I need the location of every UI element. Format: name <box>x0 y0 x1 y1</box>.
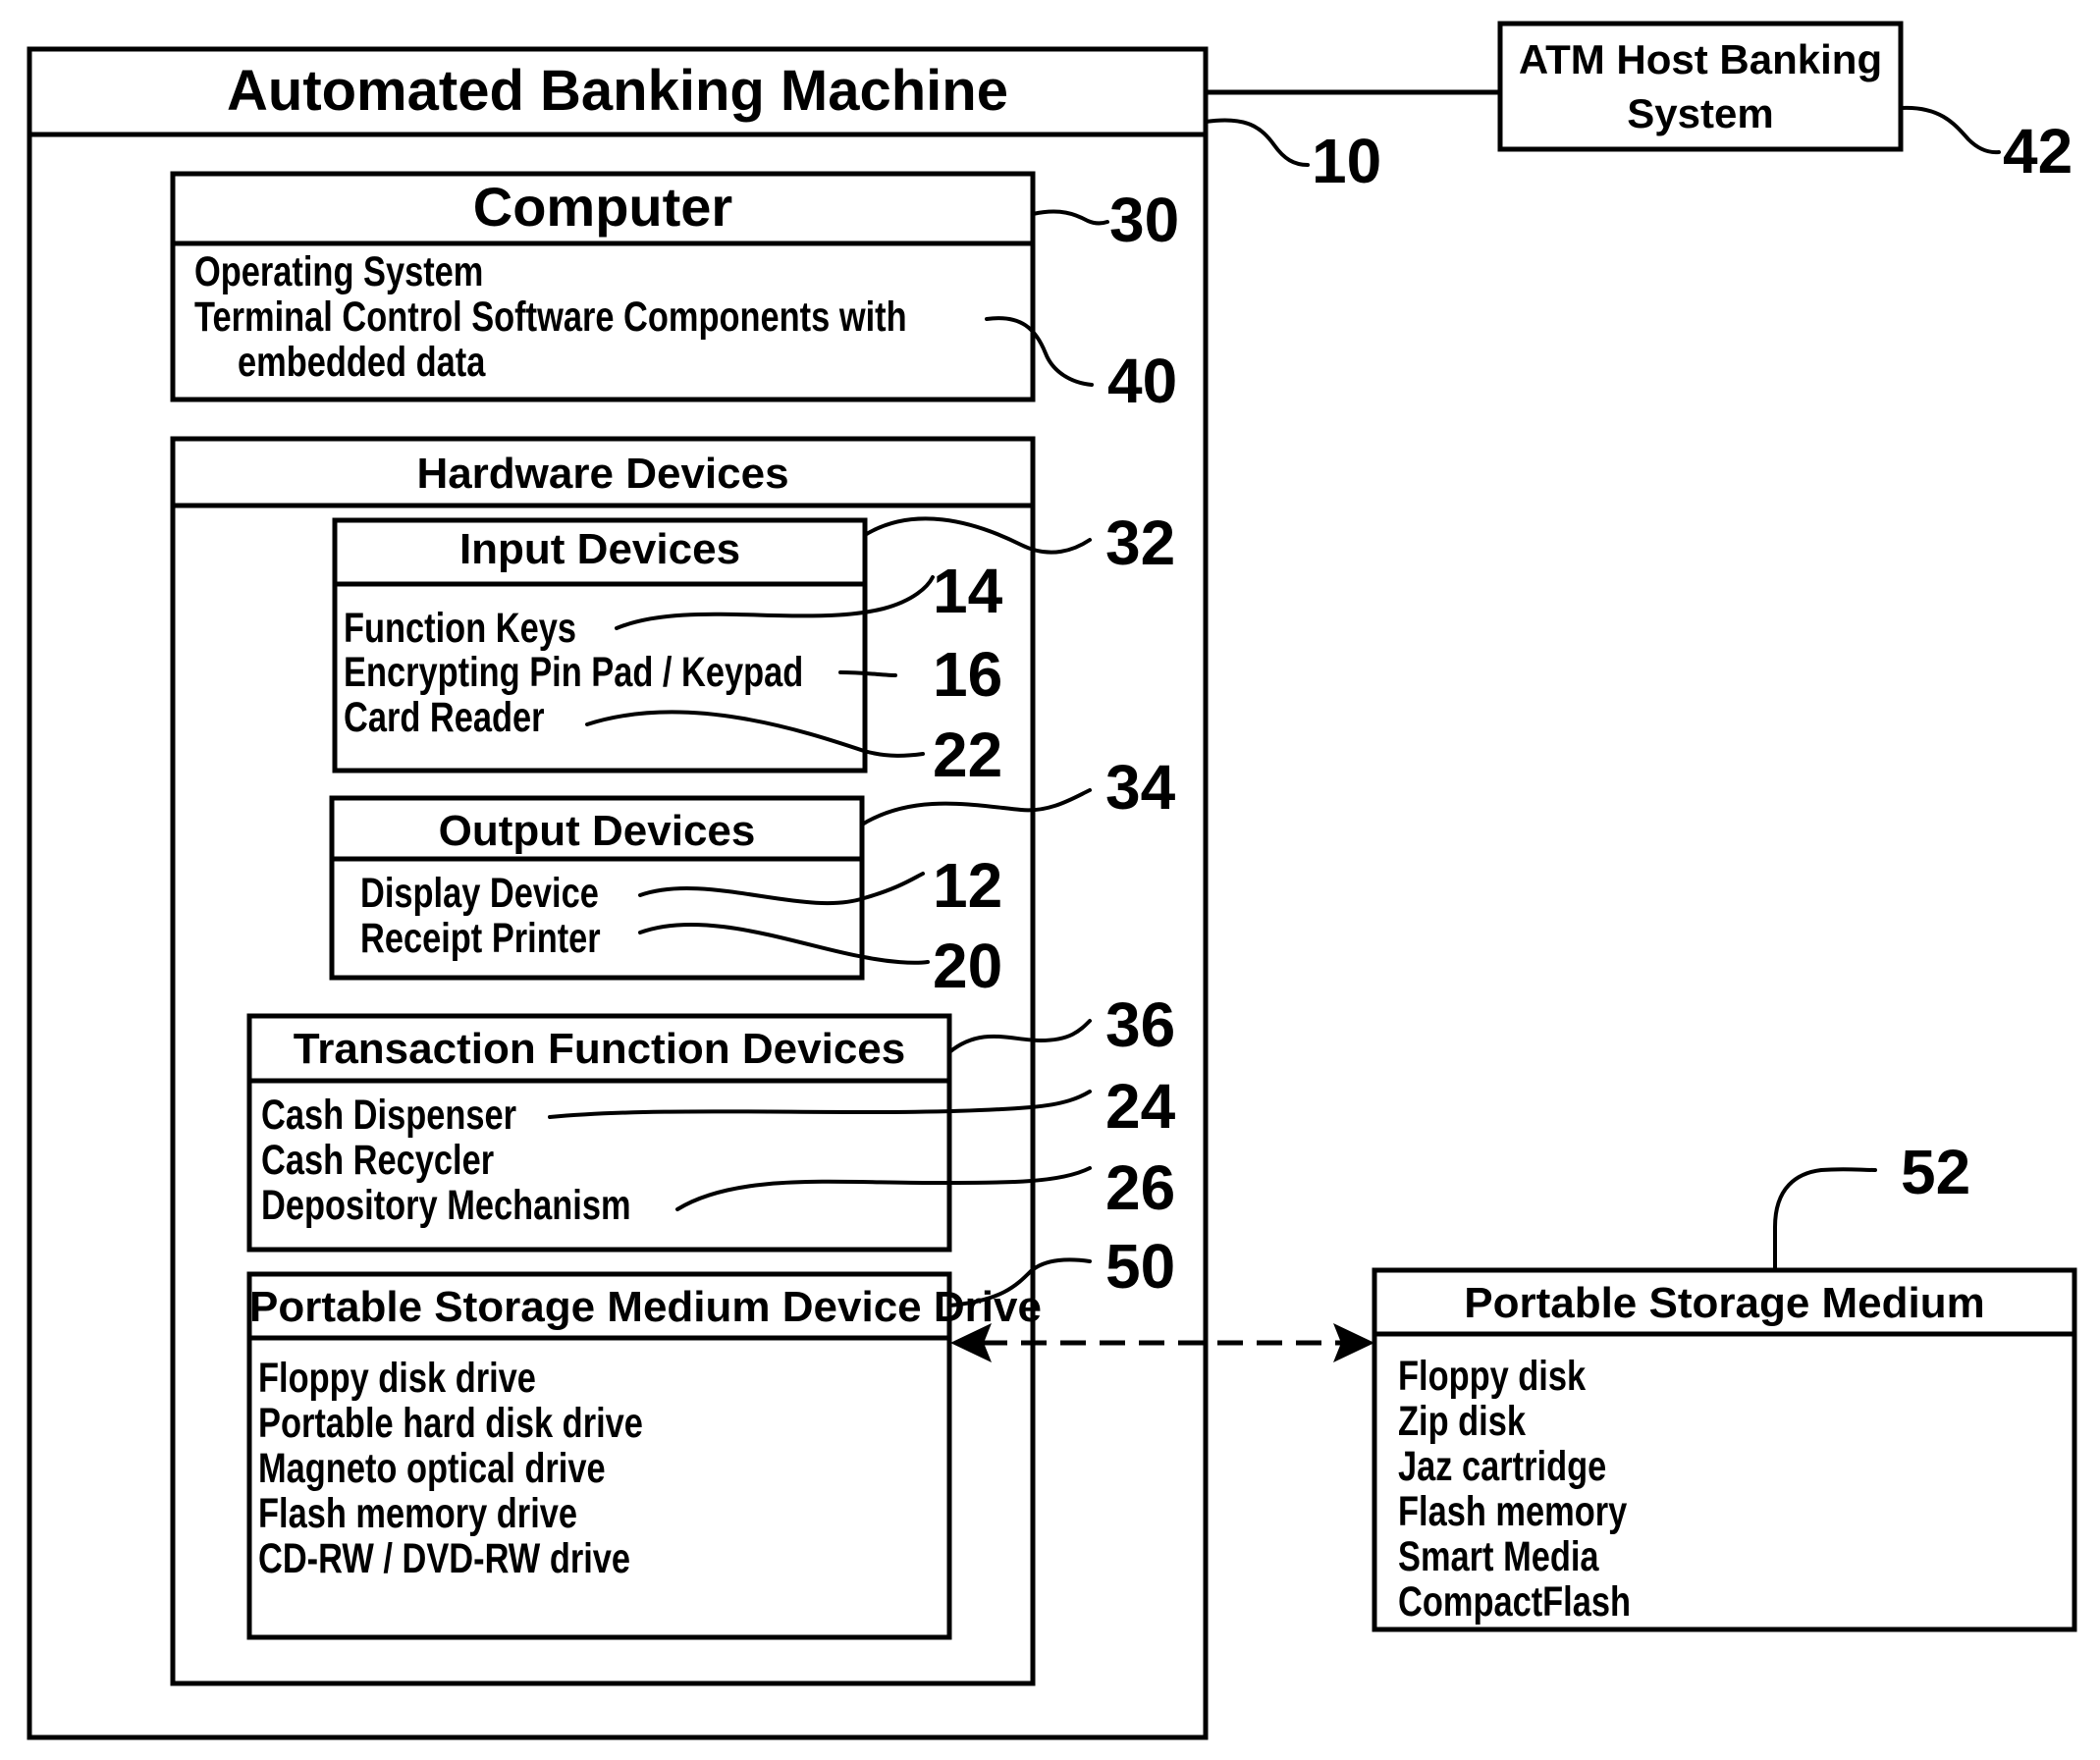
ref-42: 42 <box>2003 120 2073 183</box>
ref-36: 36 <box>1105 993 1175 1056</box>
leader-16 <box>840 672 895 675</box>
ref-20: 20 <box>933 934 1002 997</box>
input-item-function-keys: Function Keys <box>344 608 576 650</box>
leader-36 <box>949 1021 1090 1052</box>
leader-22 <box>587 712 923 755</box>
leader-26 <box>677 1168 1090 1209</box>
ref-24: 24 <box>1105 1075 1175 1138</box>
leader-52 <box>1775 1169 1875 1270</box>
transaction-item-cash-recycler: Cash Recycler <box>261 1140 494 1182</box>
computer-title: Computer <box>173 180 1033 235</box>
drive-item-hard-disk: Portable hard disk drive <box>258 1403 643 1445</box>
medium-item-floppy: Floppy disk <box>1398 1356 1586 1398</box>
computer-software-line2: embedded data <box>238 342 485 384</box>
host-title-line1: ATM Host Banking <box>1500 39 1901 80</box>
leader-20 <box>640 925 928 963</box>
medium-item-jaz: Jaz cartridge <box>1398 1446 1606 1488</box>
medium-item-zip: Zip disk <box>1398 1401 1526 1443</box>
ref-16: 16 <box>933 643 1002 706</box>
medium-item-smart-media: Smart Media <box>1398 1536 1599 1578</box>
ref-26: 26 <box>1105 1156 1175 1219</box>
atm-title: Automated Banking Machine <box>29 63 1206 120</box>
ref-10: 10 <box>1312 130 1381 192</box>
ref-14: 14 <box>933 560 1002 622</box>
output-devices-title: Output Devices <box>332 810 862 853</box>
input-devices-title: Input Devices <box>335 528 865 571</box>
computer-software-line1: Terminal Control Software Components wit… <box>194 296 907 339</box>
drive-item-cd-dvd: CD-RW / DVD-RW drive <box>258 1538 630 1580</box>
ref-50: 50 <box>1105 1235 1175 1298</box>
output-item-display-device: Display Device <box>360 873 599 915</box>
output-item-receipt-printer: Receipt Printer <box>360 918 601 960</box>
transaction-item-depository: Depository Mechanism <box>261 1185 631 1227</box>
ref-34: 34 <box>1105 756 1175 819</box>
ref-22: 22 <box>933 723 1002 786</box>
leader-10 <box>1206 120 1308 165</box>
drive-item-floppy: Floppy disk drive <box>258 1358 536 1400</box>
input-item-pin-pad: Encrypting Pin Pad / Keypad <box>344 652 803 694</box>
ref-40: 40 <box>1107 349 1177 412</box>
leader-32 <box>865 518 1090 552</box>
medium-item-compactflash: CompactFlash <box>1398 1581 1631 1624</box>
ref-30: 30 <box>1109 188 1179 251</box>
hardware-title: Hardware Devices <box>173 453 1033 496</box>
leader-42 <box>1901 108 1999 152</box>
leader-12 <box>640 874 923 903</box>
transaction-devices-title: Transaction Function Devices <box>249 1028 949 1071</box>
ref-32: 32 <box>1105 511 1175 574</box>
drive-item-magneto-optical: Magneto optical drive <box>258 1448 606 1490</box>
leader-40 <box>987 318 1092 385</box>
medium-item-flash: Flash memory <box>1398 1491 1627 1533</box>
drive-title: Portable Storage Medium Device Drive <box>249 1286 949 1329</box>
leader-34 <box>862 790 1090 825</box>
host-title-line2: System <box>1500 93 1901 134</box>
transaction-item-cash-dispenser: Cash Dispenser <box>261 1094 516 1137</box>
ref-12: 12 <box>933 854 1002 917</box>
drive-item-flash: Flash memory drive <box>258 1493 577 1535</box>
medium-title: Portable Storage Medium <box>1374 1282 2074 1325</box>
leader-24 <box>550 1092 1090 1117</box>
leader-30 <box>1033 212 1107 224</box>
computer-os-label: Operating System <box>194 251 483 293</box>
ref-52: 52 <box>1901 1141 1970 1203</box>
input-item-card-reader: Card Reader <box>344 697 545 739</box>
